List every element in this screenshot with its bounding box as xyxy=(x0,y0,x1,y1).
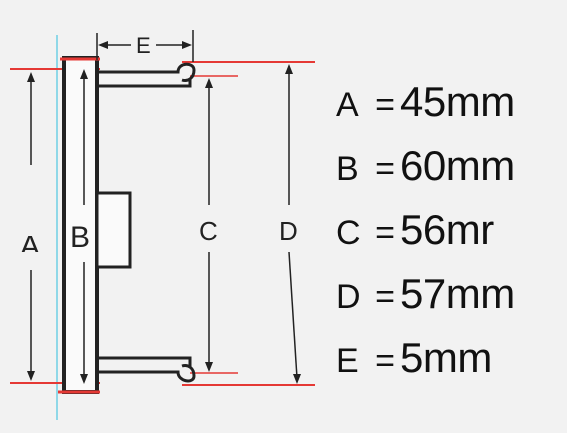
dim-b-arrow-top xyxy=(80,69,88,79)
dim-d-arrow-bottom xyxy=(293,374,301,384)
dim-e-label: E xyxy=(136,33,151,58)
spec-equals: = xyxy=(375,214,395,252)
spec-value: 57mm xyxy=(400,270,515,317)
spec-letter: E xyxy=(336,342,359,380)
spec-row-a: A = 45mm xyxy=(336,78,515,142)
dim-d-label: D xyxy=(279,216,298,246)
dim-c-arrow-bottom xyxy=(205,362,213,372)
spec-row-e: E = 5mm xyxy=(336,334,515,398)
spec-equals: = xyxy=(375,150,395,188)
dim-b-label: B xyxy=(70,221,90,254)
spec-value: 5mm xyxy=(400,334,492,381)
dim-d-lower xyxy=(288,251,298,379)
dim-a-arrow-bottom xyxy=(27,371,35,381)
spec-equals: = xyxy=(375,278,395,316)
spec-value: 56mr xyxy=(400,206,494,253)
spec-letter: A xyxy=(336,86,359,124)
spec-equals: = xyxy=(375,86,395,124)
spec-letter: B xyxy=(336,150,359,188)
spec-row-c: C = 56mr xyxy=(336,206,515,270)
spec-equals: = xyxy=(375,342,395,380)
spec-letter: C xyxy=(336,214,361,252)
center-boss xyxy=(95,191,132,269)
dim-e-arrow-right xyxy=(182,41,192,49)
spec-letter: D xyxy=(336,278,361,316)
spec-row-d: D = 57mm xyxy=(336,270,515,334)
dim-c-label: C xyxy=(199,216,218,246)
dim-c-arrow-top xyxy=(205,78,213,88)
dim-d-arrow-top xyxy=(285,64,293,74)
dim-e-arrow-left xyxy=(98,41,108,49)
spec-value: 45mm xyxy=(400,78,515,125)
top-clip xyxy=(97,62,196,88)
dim-a-label: A xyxy=(20,230,40,263)
dim-a-arrow-top xyxy=(27,72,35,82)
bottom-clip xyxy=(97,356,196,383)
dim-b-arrow-bottom xyxy=(80,374,88,384)
spec-value: 60mm xyxy=(400,142,515,189)
spec-row-b: B = 60mm xyxy=(336,142,515,206)
dimension-spec-list: A = 45mm B = 60mm C = 56mr D = 57mm E = … xyxy=(336,78,515,398)
